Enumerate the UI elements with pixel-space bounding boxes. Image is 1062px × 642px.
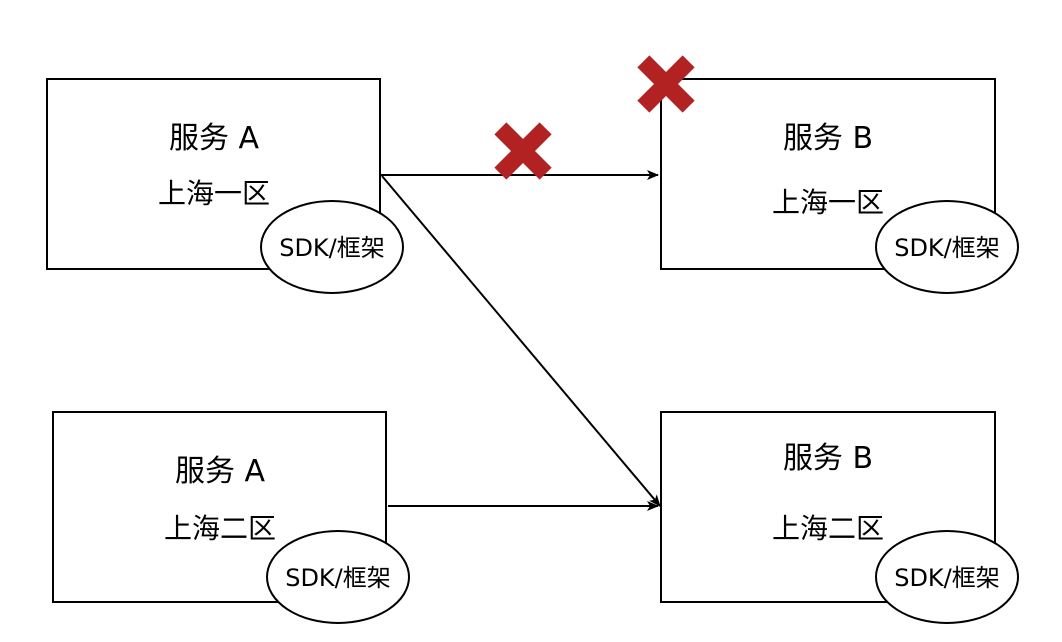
node-service-b-zone1: 服务 B 上海一区 SDK/框架 [660,78,1019,294]
node-title: 服务 B [783,121,873,156]
node-region: 上海二区 [772,512,884,545]
sdk-ellipse [875,200,1019,294]
node-region: 上海二区 [164,512,276,545]
node-title: 服务 B [783,441,873,476]
x-mark-icon [637,55,695,113]
node-service-a-zone2: 服务 A 上海二区 SDK/框架 [52,411,410,624]
x-mark-icon [494,122,552,180]
sdk-label: SDK/框架 [279,234,385,262]
edge-a1-to-b2 [381,175,661,507]
sdk-label: SDK/框架 [894,564,1000,592]
sdk-ellipse [875,530,1019,624]
sdk-label: SDK/框架 [894,234,1000,262]
sdk-label: SDK/框架 [285,564,391,592]
node-region: 上海一区 [158,177,270,210]
node-title: 服务 A [169,121,260,156]
sdk-ellipse [266,530,410,624]
node-region: 上海一区 [772,186,884,219]
sdk-ellipse [260,200,404,294]
node-service-b-zone2: 服务 B 上海二区 SDK/框架 [660,411,1019,624]
node-title: 服务 A [175,454,266,489]
node-service-a-zone1: 服务 A 上海一区 SDK/框架 [46,78,404,294]
